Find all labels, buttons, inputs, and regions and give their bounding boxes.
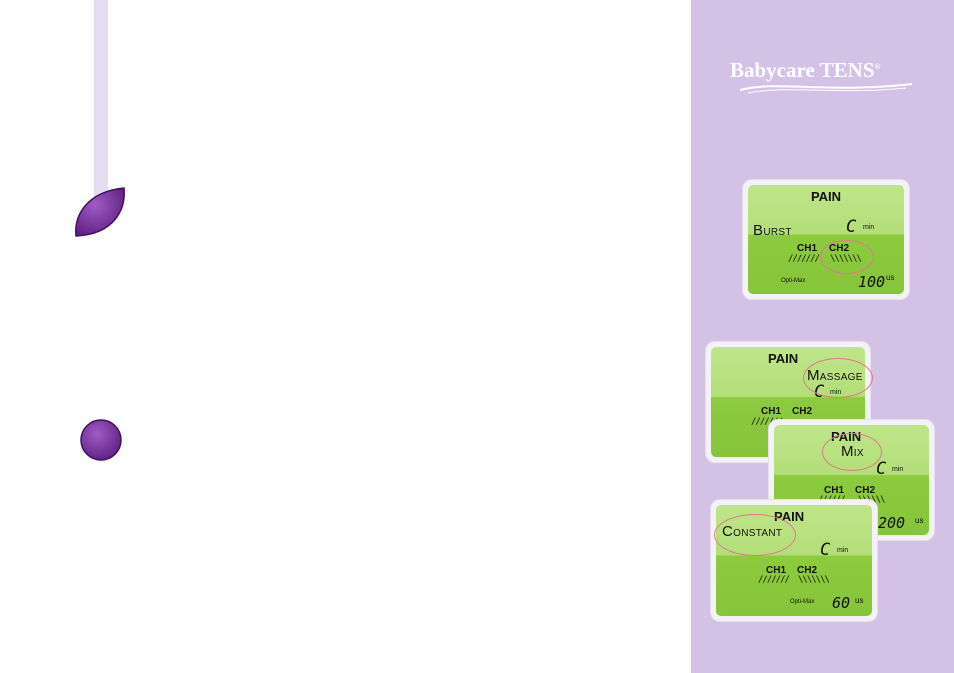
pulse-width-value: 100 xyxy=(858,273,886,291)
timer-unit: min xyxy=(837,547,849,554)
mode-initial: B xyxy=(753,222,764,239)
highlight-ring-massage xyxy=(803,358,873,398)
leaf-bullet-icon xyxy=(75,187,125,237)
channel-1-label: CH1 xyxy=(766,565,787,576)
left-accent-bar xyxy=(94,0,108,210)
brand-name: Babycare TENS xyxy=(730,58,875,82)
lcd-display-constant: PAIN Constant C min CH1 CH2 /////// \\\\… xyxy=(711,500,877,621)
pulse-width-unit: us xyxy=(886,273,895,282)
channel-1-label: CH1 xyxy=(797,243,818,254)
highlight-ring-constant xyxy=(714,514,796,556)
opti-max-label: Opti-Max xyxy=(790,599,815,605)
channel-1-label: CH1 xyxy=(761,406,782,417)
dot-bullet-icon xyxy=(80,419,122,461)
highlight-ring-mix xyxy=(822,433,882,471)
lcd-title: PAIN xyxy=(774,509,805,524)
brand-logo: Babycare TENS® xyxy=(730,58,920,98)
brand-registered-mark: ® xyxy=(874,62,881,71)
channel-1-label: CH1 xyxy=(824,485,845,496)
lcd-mode: Burst xyxy=(753,222,792,239)
timer-unit: min xyxy=(863,224,875,231)
pulse-width-value: 200 xyxy=(878,514,906,532)
timer-digit: C xyxy=(876,459,887,479)
lcd-title: PAIN xyxy=(768,351,799,366)
pulse-width-unit: us xyxy=(855,596,864,605)
channel-1-bars: /////// xyxy=(751,417,783,427)
lcd-display-burst: PAIN Burst C min CH1 CH2 /////// \\\\\\\… xyxy=(743,180,909,299)
opti-max-label: Opti-Max xyxy=(781,278,806,284)
channel-2-label: CH2 xyxy=(797,565,818,576)
mode-rest: urst xyxy=(763,227,792,238)
highlight-ring-ch2 xyxy=(820,240,874,274)
timer-digit: C xyxy=(846,217,857,237)
timer-unit: min xyxy=(892,466,904,473)
channel-1-bars: /////// xyxy=(788,254,820,264)
pulse-width-value: 60 xyxy=(832,594,851,612)
timer-digit: C xyxy=(820,540,831,560)
pulse-width-unit: us xyxy=(915,516,924,525)
brand-wave-icon xyxy=(739,83,913,94)
lcd-title: PAIN xyxy=(810,189,842,204)
lcd-screen: PAIN Burst C min CH1 CH2 /////// \\\\\\\… xyxy=(748,185,904,294)
channel-1-bars: /////// xyxy=(758,575,790,585)
channel-2-bars: \\\\\\\ xyxy=(798,575,830,585)
channel-2-label: CH2 xyxy=(855,485,876,496)
channel-2-label: CH2 xyxy=(792,406,813,417)
